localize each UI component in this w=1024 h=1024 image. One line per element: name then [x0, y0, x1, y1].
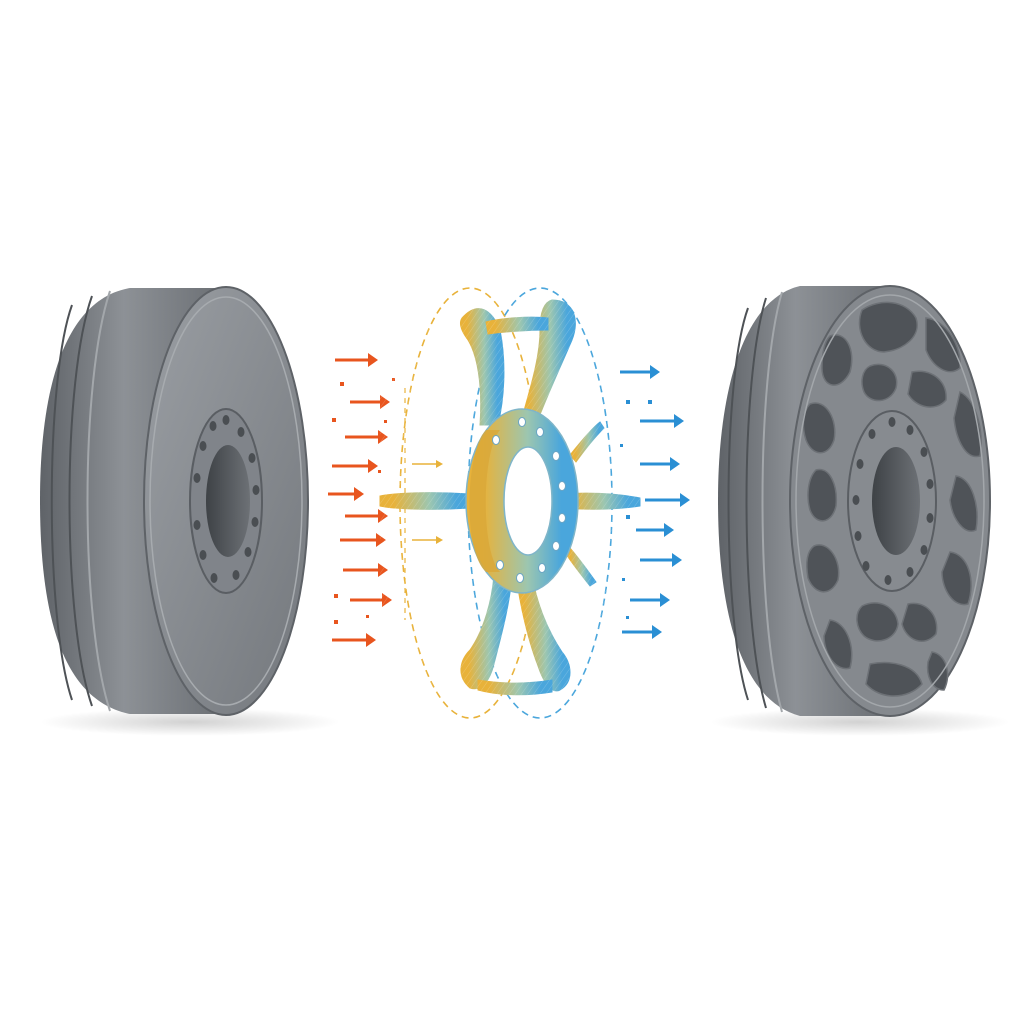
lightweight-wheel [710, 285, 1010, 736]
tread-groove [745, 297, 767, 709]
arrow-right-icon [335, 353, 378, 367]
arrow-right-icon [640, 457, 680, 471]
arrow-right-icon [340, 533, 386, 547]
inner-arrows [412, 460, 443, 544]
output-arrows [620, 365, 690, 639]
lightweight-hub-bore [872, 447, 920, 555]
lightweight-wheel-shadow [710, 708, 1010, 736]
tread-groove [50, 304, 73, 701]
tread-groove [86, 290, 111, 712]
arrow-right-icon [645, 493, 690, 507]
arrow-right-icon [636, 523, 674, 537]
arrow-right-icon [622, 625, 662, 639]
arrow-right-icon [332, 633, 376, 647]
solid-wheel [40, 286, 340, 736]
small-particles [620, 400, 652, 619]
lattice-hub-side [469, 430, 500, 572]
arrow-right-icon [328, 487, 364, 501]
lattice-hub-bore [503, 446, 553, 556]
arrow-right-icon [412, 536, 443, 544]
bolt-holes [193, 415, 260, 583]
lattice-cutouts [802, 301, 982, 697]
arrow-right-icon [640, 553, 682, 567]
lightweight-rim-edge [795, 294, 985, 708]
tread-groove [68, 295, 93, 707]
tread-groove [727, 307, 749, 701]
tread-groove [761, 291, 783, 713]
arrow-right-icon [412, 460, 443, 468]
solid-wheel-rim-edge [149, 296, 303, 706]
hub-bore [206, 445, 250, 557]
topology-lattice [379, 287, 642, 719]
arrow-right-icon [640, 414, 684, 428]
arrow-right-icon [332, 459, 378, 473]
solid-wheel-shadow [40, 708, 340, 736]
lattice-bolt-holes [492, 417, 566, 583]
arrow-right-icon [620, 365, 660, 379]
arrow-right-icon [630, 593, 670, 607]
lightweight-bolt-holes [852, 417, 934, 585]
